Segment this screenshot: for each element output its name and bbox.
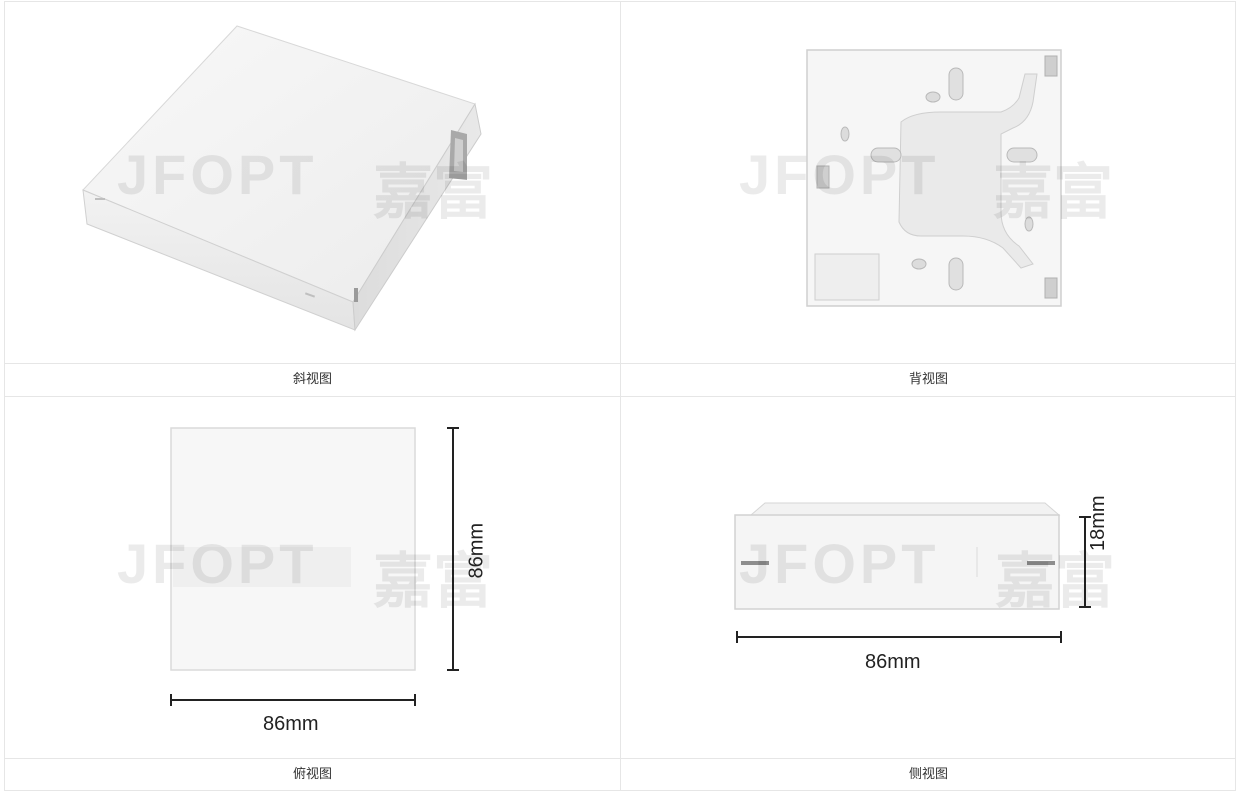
grid-divider-row1-caption	[5, 363, 1235, 364]
grid-divider-middle	[5, 396, 1235, 397]
oblique-view-image	[82, 25, 482, 332]
caption-back-view: 背视图	[908, 372, 948, 387]
side-view-panel: JFOPT 嘉富 86mm 18mm	[621, 397, 1236, 758]
back-view-image	[806, 49, 1062, 307]
side-view-image	[734, 502, 1091, 643]
product-views-grid: JFOPT 嘉富 斜视图 JFOPT 嘉富 背视图	[4, 1, 1236, 791]
grid-divider-row2-caption	[5, 758, 1235, 759]
side-width-label: 86mm	[865, 651, 921, 673]
top-view-panel: JFOPT 嘉富 86mm 86mm	[5, 397, 620, 758]
caption-top-view: 俯视图	[292, 767, 332, 782]
caption-oblique-view: 斜视图	[292, 372, 332, 387]
oblique-view-panel: JFOPT 嘉富	[5, 2, 620, 363]
top-view-image	[170, 427, 459, 706]
top-height-label: 86mm	[465, 522, 488, 579]
side-height-label: 18mm	[1087, 495, 1109, 551]
caption-side-view: 侧视图	[908, 767, 948, 782]
top-width-label: 86mm	[263, 713, 319, 735]
back-view-panel: JFOPT 嘉富	[621, 2, 1236, 363]
